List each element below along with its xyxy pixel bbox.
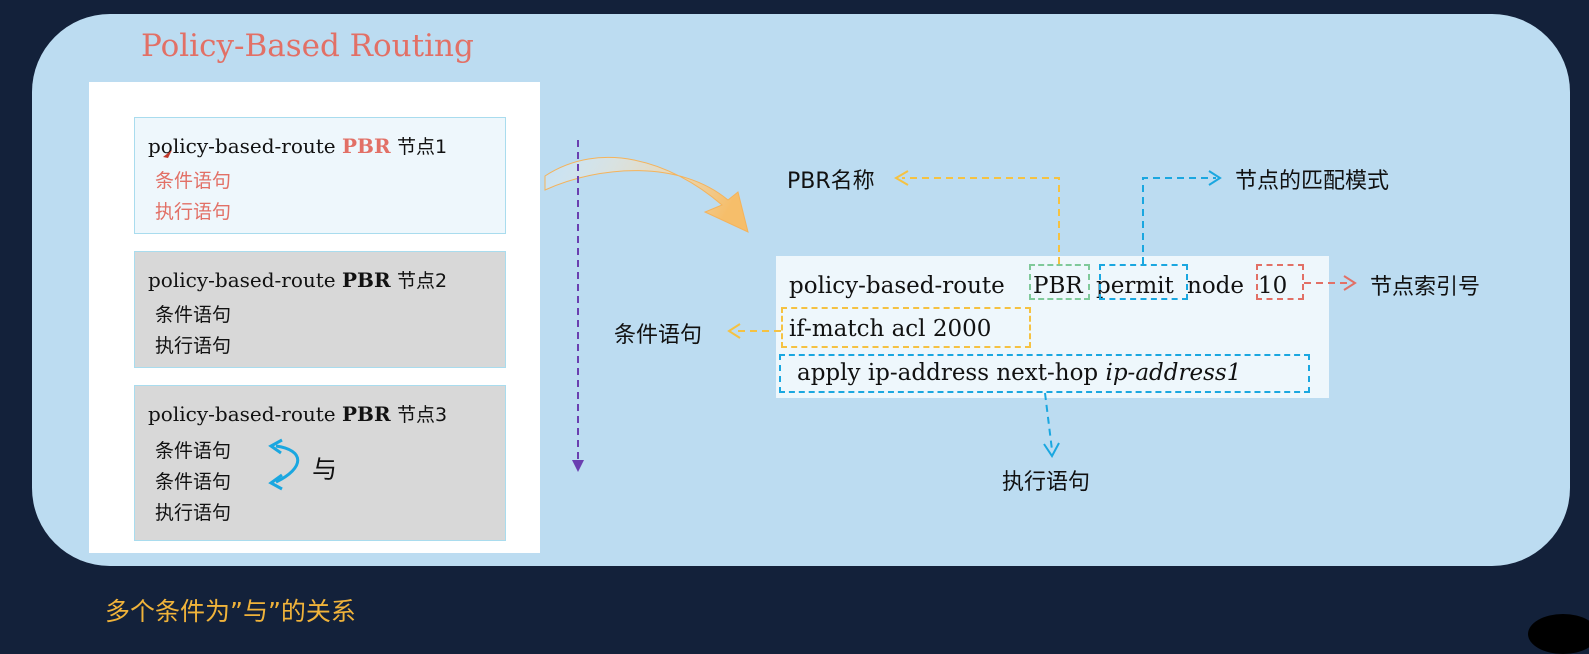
command-line-3: apply ip-address next-hop ip-address1 [797,360,1241,386]
node-index-arrow-icon [1343,275,1357,291]
node-3-condition-2: 条件语句 [155,471,232,493]
node-1-label: 节点1 [396,136,448,158]
action-arrow-icon [1043,442,1060,458]
corner-shape [1528,614,1589,654]
node-2-command: policy-based-route [148,268,336,292]
node-2-action: 执行语句 [155,335,232,357]
annotation-action: 执行语句 [1002,470,1091,495]
condition-arrow-icon [727,323,741,339]
footer-caption: 多个条件为”与”的关系 [105,597,356,626]
command-keyword: policy-based-route [789,273,1005,299]
diagram-title: Policy-Based Routing [141,28,474,64]
node-index-highlight [1256,264,1304,300]
flow-arrow-icon [544,157,749,233]
node-1-command: policy-based-route [148,134,336,158]
pbr-node-1: policy-based-route PBR 节点1 条件语句 执行语句 [134,117,506,234]
command-pbr-name: PBR [1033,273,1083,299]
action-highlight [779,354,1310,393]
node-2-condition: 条件语句 [155,304,232,326]
match-mode-arrow-icon [1208,170,1222,186]
node-2-label: 节点2 [396,270,448,292]
command-line-1: policy-based-route [789,273,1005,299]
annotation-condition: 条件语句 [614,323,703,348]
sequence-arrow-head-icon [572,460,584,472]
pbr-name-arrow-icon [894,170,909,186]
condition-highlight [781,307,1031,348]
annotation-node-index: 节点索引号 [1370,275,1481,300]
node-3-pbr-name: PBR [342,402,391,426]
and-label: 与 [312,455,338,484]
node-2-heading: policy-based-route PBR 节点2 [148,266,447,293]
pbr-name-connector [902,177,1060,264]
annotation-match-mode: 节点的匹配模式 [1235,169,1390,194]
command-next-hop-variable: ip-address1 [1105,360,1242,386]
action-connector [1044,392,1053,451]
node-1-action: 执行语句 [155,201,232,223]
command-apply-text: apply ip-address next-hop [797,360,1099,386]
pbr-name-highlight [1029,264,1090,300]
node-1-heading: policy-based-route PBR 节点1 [148,132,447,159]
pbr-node-3: policy-based-route PBR 节点3 条件语句 条件语句 执行语… [134,385,506,541]
node-1-condition: 条件语句 [155,170,232,192]
annotation-pbr-name: PBR名称 [787,169,875,194]
match-mode-connector [1142,177,1216,264]
connector-layer [163,140,1357,491]
node-3-condition-1: 条件语句 [155,440,232,462]
command-match-mode: permit [1096,273,1174,299]
node-3-command: policy-based-route [148,402,336,426]
command-box [776,256,1329,398]
command-line-2: if-match acl 2000 [789,316,992,342]
node-2-pbr-name: PBR [342,268,391,292]
command-node-index: 10 [1258,273,1288,299]
pbr-node-2: policy-based-route PBR 节点2 条件语句 执行语句 [134,251,506,368]
node-3-action: 执行语句 [155,502,232,524]
node-1-pbr-name: PBR [342,134,391,158]
node-3-heading: policy-based-route PBR 节点3 [148,400,447,427]
node-3-label: 节点3 [396,404,448,426]
cursor-icon [163,150,172,158]
match-mode-highlight [1099,264,1188,300]
command-node-keyword: node [1187,273,1244,299]
and-relation-arrow-icon [275,444,299,484]
